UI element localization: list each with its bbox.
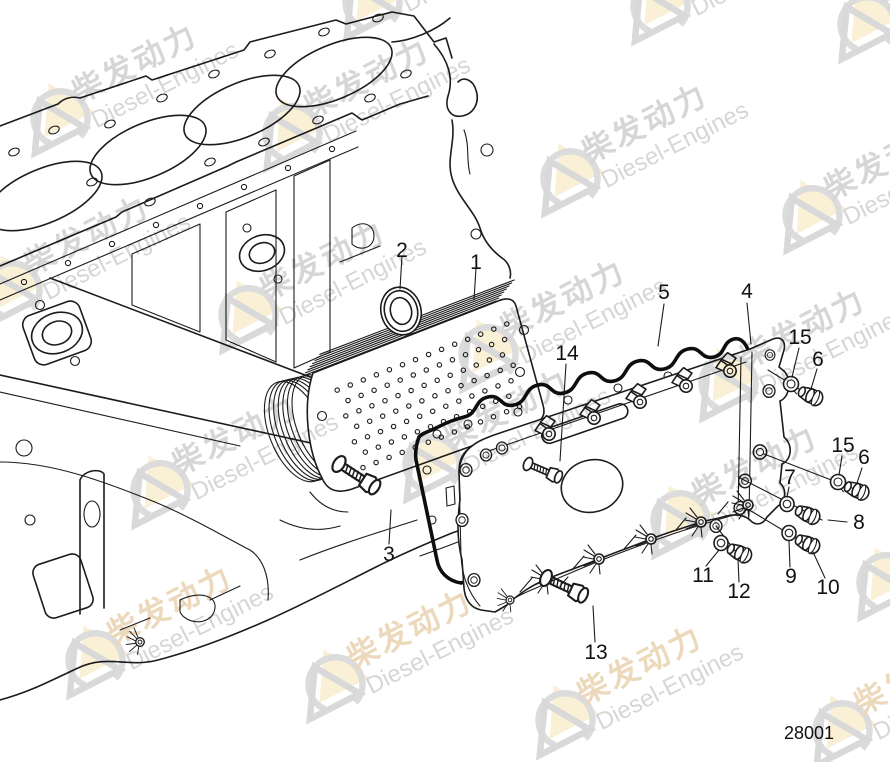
plug-10-drawing (792, 530, 823, 557)
brand-logo-icon (816, 0, 890, 64)
callout-label-4: 4 (741, 280, 753, 303)
callout-label-3: 3 (383, 543, 395, 566)
callout-label-12: 12 (727, 580, 750, 603)
bolt-13-drawing (536, 567, 592, 606)
cover-oval-opening (560, 458, 624, 514)
callout-label-15a: 15 (788, 326, 811, 349)
callout-5: 5 (657, 281, 670, 347)
callout-15b: 15 (831, 434, 855, 476)
plug-12-drawing (723, 539, 755, 567)
callout-label-6a: 6 (812, 348, 824, 371)
callout-12: 12 (727, 558, 751, 603)
washer-9-drawing (781, 524, 797, 542)
front-seal-boss (21, 299, 93, 367)
washer-11-drawing (713, 534, 729, 552)
cylinder-bores (0, 17, 451, 232)
callout-label-2: 2 (396, 239, 408, 262)
brand-logo-icon (321, 0, 413, 42)
engine-block-drawing (0, 11, 512, 701)
callout-label-9: 9 (785, 565, 797, 588)
callout-13: 13 (584, 605, 608, 664)
brand-logo-icon (835, 535, 890, 623)
callout-label-1: 1 (470, 251, 482, 274)
callout-label-13: 13 (584, 641, 607, 664)
callout-1: 1 (470, 251, 482, 301)
callout-label-15b: 15 (831, 434, 854, 457)
callout-3: 3 (383, 509, 395, 566)
callout-label-6b: 6 (858, 446, 870, 469)
callout-6a: 6 (810, 348, 824, 390)
callouts: 2 1 5 4 15 6 14 15 (383, 239, 870, 664)
figure-number: 28001 (784, 723, 834, 743)
callout-label-14: 14 (555, 342, 579, 365)
callout-2: 2 (396, 239, 408, 290)
callout-9: 9 (785, 540, 797, 588)
plug-6a-drawing (795, 382, 826, 409)
callout-14: 14 (555, 342, 579, 462)
callout-label-5: 5 (658, 281, 670, 304)
mid-seal-boss (238, 223, 286, 284)
watermark-en-text: Diesel-Engines (399, 0, 555, 18)
callout-7: 7 (784, 466, 796, 498)
plug-8-drawing (792, 501, 823, 528)
callout-label-10: 10 (816, 576, 839, 599)
callout-label-11: 11 (692, 564, 714, 587)
brand-logo-icon (609, 0, 701, 46)
plug-6b-drawing (841, 477, 872, 504)
callout-15a: 15 (788, 326, 812, 378)
callout-6b: 6 (856, 446, 870, 484)
callout-11: 11 (692, 549, 720, 587)
watermark-en-text: Diesel-Engines (687, 0, 843, 22)
callout-10: 10 (812, 551, 840, 599)
callout-4: 4 (741, 280, 753, 345)
callout-label-7: 7 (784, 466, 796, 489)
callout-8: 8 (827, 511, 865, 534)
seal-ring-drawing (379, 286, 423, 336)
callout-label-8: 8 (853, 511, 865, 534)
